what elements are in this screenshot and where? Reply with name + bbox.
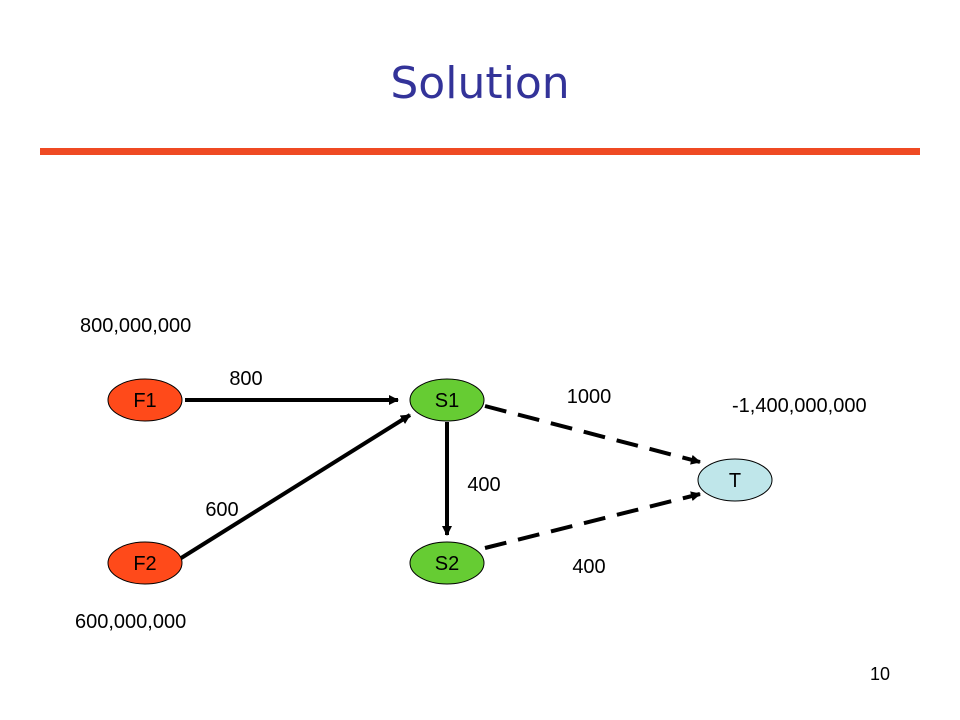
demand-t: -1,400,000,000	[732, 395, 867, 417]
supply-f2: 600,000,000	[75, 611, 186, 633]
node-f2: F2	[107, 541, 183, 585]
node-label: T	[729, 470, 741, 492]
node-label: F1	[133, 390, 156, 412]
slide-title: Solution	[390, 58, 570, 109]
supply-f1: 800,000,000	[80, 315, 191, 337]
edge-label-f1-s1: 800	[229, 368, 262, 390]
node-t: T	[697, 458, 773, 502]
page-number: 10	[869, 664, 890, 684]
node-label: S2	[435, 553, 459, 575]
edge-label-s1-t: 1000	[567, 386, 612, 408]
node-s2: S2	[409, 541, 485, 585]
node-f1: F1	[107, 378, 183, 422]
edge-label-f2-s1: 600	[205, 499, 238, 521]
title-underline	[40, 148, 920, 155]
edge-f2-s1	[176, 413, 412, 562]
node-s1: S1	[409, 378, 485, 422]
edge-label-s1-s2: 400	[467, 474, 500, 496]
edge-s1-t	[484, 404, 701, 465]
edge-s2-t	[484, 491, 701, 550]
node-label: S1	[435, 390, 459, 412]
node-label: F2	[133, 553, 156, 575]
edge-label-s2-t: 400	[572, 556, 605, 578]
